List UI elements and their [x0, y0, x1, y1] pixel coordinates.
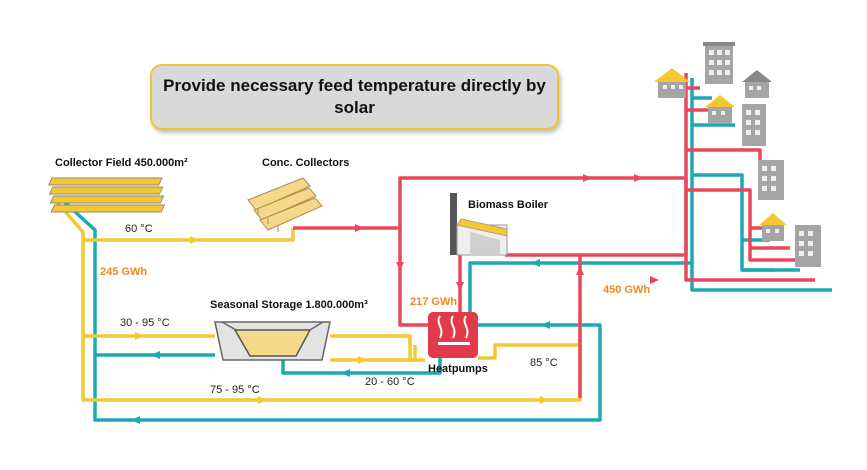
seasonal-storage-icon	[214, 321, 331, 361]
biomass-boiler-label: Biomass Boiler	[468, 199, 549, 211]
buildings-cluster	[654, 42, 821, 267]
biomass-boiler-icon	[450, 193, 508, 256]
temp-60-label: 60 °C	[125, 223, 153, 235]
house-icon	[759, 213, 787, 241]
diagram-title: Provide necessary feed temperature direc…	[163, 76, 546, 117]
collector-field-label: Collector Field 450.000m²	[55, 157, 188, 169]
flow-arrows	[131, 174, 659, 424]
heatpumps-icon	[428, 312, 478, 358]
apartment-block-icon	[758, 160, 784, 200]
temp-30-95-label: 30 - 95 °C	[120, 317, 170, 329]
temp-75-95-label: 75 - 95 °C	[210, 384, 260, 396]
house-icon	[705, 95, 735, 123]
energy-217-label: 217 GWh	[410, 296, 457, 308]
energy-245-label: 245 GWh	[100, 266, 147, 278]
house-icon	[742, 70, 772, 98]
apartment-block-icon	[703, 42, 735, 84]
concentrating-collectors-icon	[247, 177, 323, 232]
title-box: Provide necessary feed temperature direc…	[150, 64, 559, 130]
collector-field-icon	[48, 177, 166, 213]
seasonal-storage-label: Seasonal Storage 1.800.000m³	[210, 299, 368, 311]
temp-20-60-label: 20 - 60 °C	[365, 376, 415, 388]
supply-pipes	[293, 73, 815, 398]
heatpumps-label: Heatpumps	[428, 363, 488, 375]
conc-collectors-label: Conc. Collectors	[262, 157, 349, 169]
temp-85-label: 85 °C	[530, 357, 558, 369]
apartment-block-icon	[795, 225, 821, 267]
house-icon	[654, 68, 690, 98]
energy-450-label: 450 GWh	[603, 284, 650, 296]
apartment-block-icon	[742, 104, 766, 146]
